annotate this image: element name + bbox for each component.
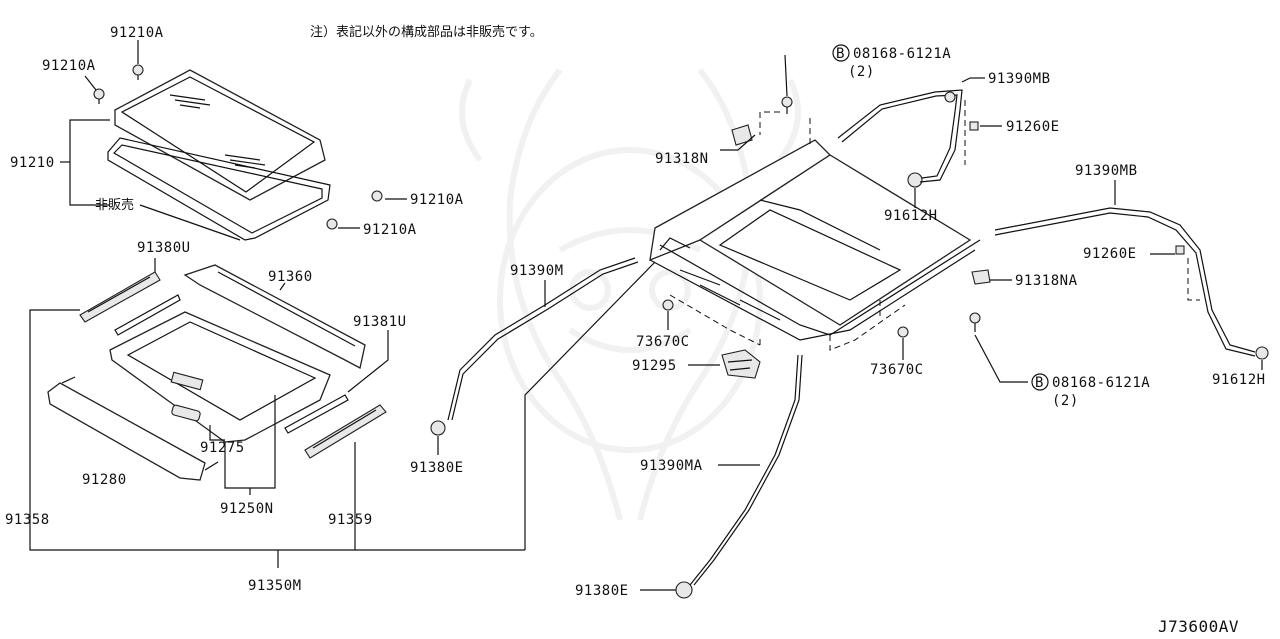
label-91381U: 91381U — [353, 314, 407, 330]
label-91350M: 91350M — [248, 578, 302, 594]
label-91210A-1: 91210A — [110, 25, 164, 41]
label-91280: 91280 — [82, 472, 127, 488]
sunshade-91280[interactable] — [47, 376, 219, 481]
label-91380E-1: 91380E — [410, 460, 464, 476]
seal-strip-91380U[interactable] — [114, 294, 181, 336]
clip-91210A-1[interactable] — [132, 64, 144, 80]
label-91612H-2: 91612H — [1212, 372, 1266, 388]
clip-91260E-2[interactable] — [1175, 245, 1185, 255]
drain-hose-91390MB-2[interactable] — [994, 207, 1269, 360]
label-91260E-2: 91260E — [1083, 246, 1137, 262]
label-91390M: 91390M — [510, 263, 564, 279]
label-bolt-bottom: 08168-6121A — [1052, 375, 1150, 391]
note-not-for-sale: 注）表記以外の構成部品は非販売です。 — [310, 24, 543, 40]
label-73670C-2: 73670C — [870, 362, 924, 378]
label-91210A-3: 91210A — [410, 192, 464, 208]
bolt-top-circle-letter: B — [836, 46, 845, 62]
label-91260E-1: 91260E — [1006, 119, 1060, 135]
label-91358: 91358 — [5, 512, 50, 528]
label-91318NA: 91318NA — [1015, 273, 1078, 289]
seal-strip-91381U[interactable] — [284, 394, 349, 434]
label-91380U: 91380U — [137, 240, 191, 256]
bolt-08168-top[interactable] — [781, 96, 793, 114]
label-91275: 91275 — [200, 440, 245, 456]
motor-91295[interactable] — [721, 349, 761, 379]
clip-91260E-1[interactable] — [969, 121, 979, 131]
clip-91210A-4[interactable] — [326, 218, 338, 230]
glass-weatherstrip[interactable] — [107, 137, 331, 241]
label-91612H-1: 91612H — [884, 208, 938, 224]
label-73670C-1: 73670C — [636, 334, 690, 350]
bracket-91318NA[interactable] — [971, 269, 991, 285]
grommet-73670C-2[interactable] — [897, 326, 909, 338]
clip-91210A-3[interactable] — [371, 190, 383, 202]
label-91390MA: 91390MA — [640, 458, 703, 474]
drain-hose-91390M[interactable] — [430, 257, 639, 436]
frame-91360[interactable] — [183, 264, 366, 369]
drain-hose-91390MB-1[interactable] — [837, 89, 963, 183]
label-91359: 91359 — [328, 512, 373, 528]
label-91390MB-2: 91390MB — [1075, 163, 1138, 179]
clip-91210A-2[interactable] — [93, 88, 105, 104]
diagram-code: J73600AV — [1158, 617, 1239, 636]
glass-panel[interactable] — [114, 69, 326, 201]
bolt-08168-bottom[interactable] — [969, 312, 981, 332]
label-91250N: 91250N — [220, 501, 274, 517]
label-bolt-bottom-qty: (2) — [1052, 393, 1079, 409]
grommet-73670C-1[interactable] — [662, 299, 674, 311]
label-91390MB-1: 91390MB — [988, 71, 1051, 87]
label-bolt-top: 08168-6121A — [853, 46, 951, 62]
label-91295: 91295 — [632, 358, 677, 374]
bracket-91318N[interactable] — [731, 124, 753, 146]
bolt-bottom-circle-letter: B — [1035, 375, 1044, 391]
label-91210A-2: 91210A — [42, 58, 96, 74]
label-91360: 91360 — [268, 269, 313, 285]
label-91318N: 91318N — [655, 151, 709, 167]
label-91380E-2: 91380E — [575, 583, 629, 599]
bolt-callout-bottom: B 08168-6121A (2) — [1031, 373, 1150, 409]
bolt-callout-top: B 08168-6121A (2) — [832, 44, 951, 80]
drain-hose-91390MA[interactable] — [675, 354, 803, 599]
rail-91380U[interactable] — [79, 271, 161, 323]
sunroof-housing[interactable] — [649, 139, 981, 341]
handle-91275[interactable] — [171, 404, 201, 422]
label-91210A-4: 91210A — [363, 222, 417, 238]
grommet-91612H-1[interactable] — [907, 172, 923, 188]
label-91210: 91210 — [10, 155, 55, 171]
label-bolt-top-qty: (2) — [848, 64, 875, 80]
label-not-for-sale: 非販売 — [95, 197, 134, 213]
rail-91359[interactable] — [304, 404, 387, 459]
